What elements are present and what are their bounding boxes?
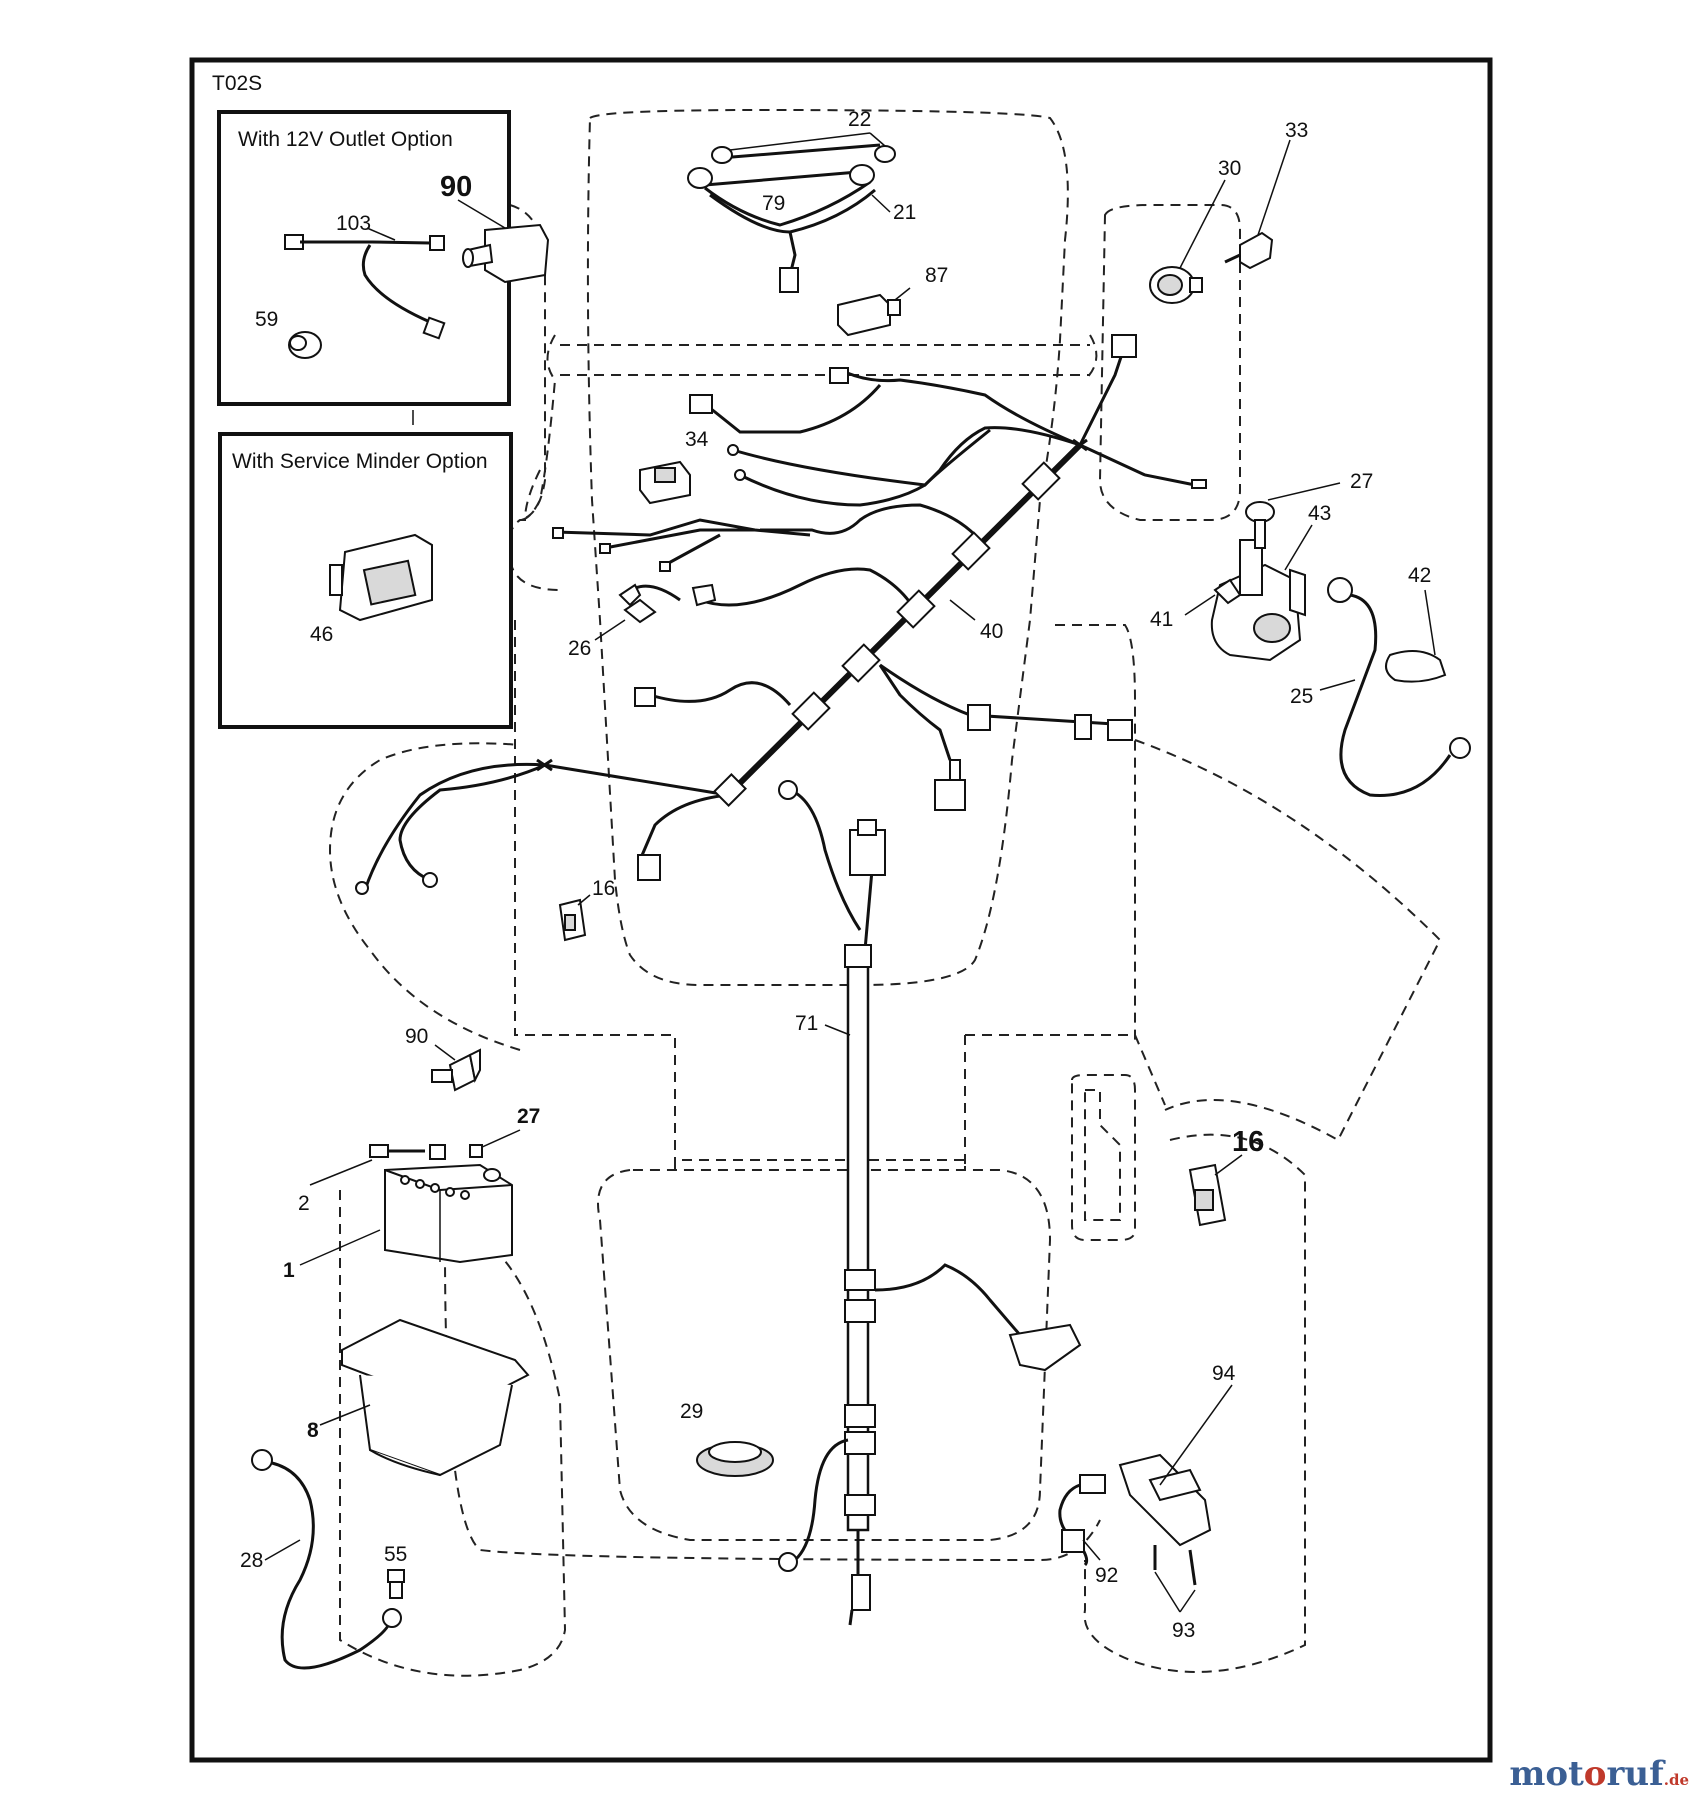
bolt-55 <box>387 1569 405 1599</box>
diagram-code: T02S <box>212 72 262 95</box>
outlet-option-title: With 12V Outlet Option <box>238 128 453 151</box>
service-minder-46 <box>329 533 433 622</box>
label-93: 93 <box>1172 1619 1195 1642</box>
headlight-harness <box>687 143 896 293</box>
label-90-lower: 90 <box>405 1025 428 1048</box>
watermark-brand-a: mot <box>1509 1754 1584 1794</box>
outlet-90-lower <box>431 1048 481 1092</box>
label-59: 59 <box>255 308 278 331</box>
label-30: 30 <box>1218 157 1241 180</box>
outlet-90 <box>462 223 550 284</box>
ignition-key-33 <box>1224 231 1274 270</box>
label-87: 87 <box>925 264 948 287</box>
outlet-wire-103 <box>284 234 446 340</box>
label-29: 29 <box>680 1400 703 1423</box>
watermark-tld: .de <box>1663 1771 1689 1789</box>
label-34: 34 <box>685 428 709 451</box>
label-33: 33 <box>1285 119 1308 142</box>
label-71: 71 <box>795 1012 818 1035</box>
watermark-brand-o: o <box>1583 1754 1607 1794</box>
starter-solenoid-43 <box>1210 501 1306 662</box>
label-40: 40 <box>980 620 1003 643</box>
label-43: 43 <box>1308 502 1331 525</box>
fuse-26 <box>623 598 657 624</box>
label-41: 41 <box>1150 608 1173 631</box>
label-27-lower: 27 <box>517 1105 540 1128</box>
label-92: 92 <box>1095 1564 1118 1587</box>
label-94: 94 <box>1212 1362 1236 1385</box>
diagram-frame <box>189 57 1493 1763</box>
battery-1 <box>384 1163 513 1264</box>
label-79: 79 <box>762 192 785 215</box>
label-28: 28 <box>240 1549 263 1572</box>
interlock-switch-16-upper <box>558 898 587 942</box>
service-minder-option-box: With Service Minder Option 46 <box>218 432 513 729</box>
label-46: 46 <box>310 623 333 646</box>
boot-42 <box>1385 650 1447 683</box>
label-103: 103 <box>336 212 371 235</box>
outlet-option-box: With 12V Outlet Option 90 103 59 <box>217 110 550 406</box>
battery-tray-8 <box>341 1318 530 1477</box>
socket-59 <box>288 331 322 359</box>
label-16-upper: 16 <box>592 877 615 900</box>
switch-34 <box>639 460 691 505</box>
cable-25 <box>1327 577 1471 797</box>
label-22: 22 <box>848 108 871 131</box>
battery-cable-28 <box>251 1449 402 1670</box>
label-55: 55 <box>384 1543 407 1566</box>
main-harness-40 <box>355 334 1207 895</box>
label-25: 25 <box>1290 685 1313 708</box>
label-1: 1 <box>283 1259 295 1282</box>
bolt-41 <box>1213 578 1242 605</box>
label-2: 2 <box>298 1192 310 1215</box>
harness-71 <box>778 780 1082 1626</box>
label-90: 90 <box>440 171 472 203</box>
label-27-upper: 27 <box>1350 470 1373 493</box>
interlock-switch-16-lower <box>1188 1163 1227 1227</box>
label-42: 42 <box>1408 564 1431 587</box>
tractor-outline <box>328 108 1442 1677</box>
plug-29 <box>696 1441 774 1477</box>
ignition-switch-30 <box>1149 266 1203 304</box>
battery-terminal-bolts <box>369 1144 483 1160</box>
relay-87 <box>837 293 901 337</box>
label-8: 8 <box>307 1419 319 1442</box>
label-26: 26 <box>568 637 591 660</box>
watermark-brand-b: ruf <box>1606 1754 1664 1794</box>
label-16-lower: 16 <box>1232 1126 1264 1158</box>
motoruf-watermark: motoruf.de <box>1509 1754 1689 1794</box>
seat-switch-94 <box>1058 1453 1212 1586</box>
label-21: 21 <box>893 201 916 224</box>
service-minder-option-title: With Service Minder Option <box>232 450 488 473</box>
